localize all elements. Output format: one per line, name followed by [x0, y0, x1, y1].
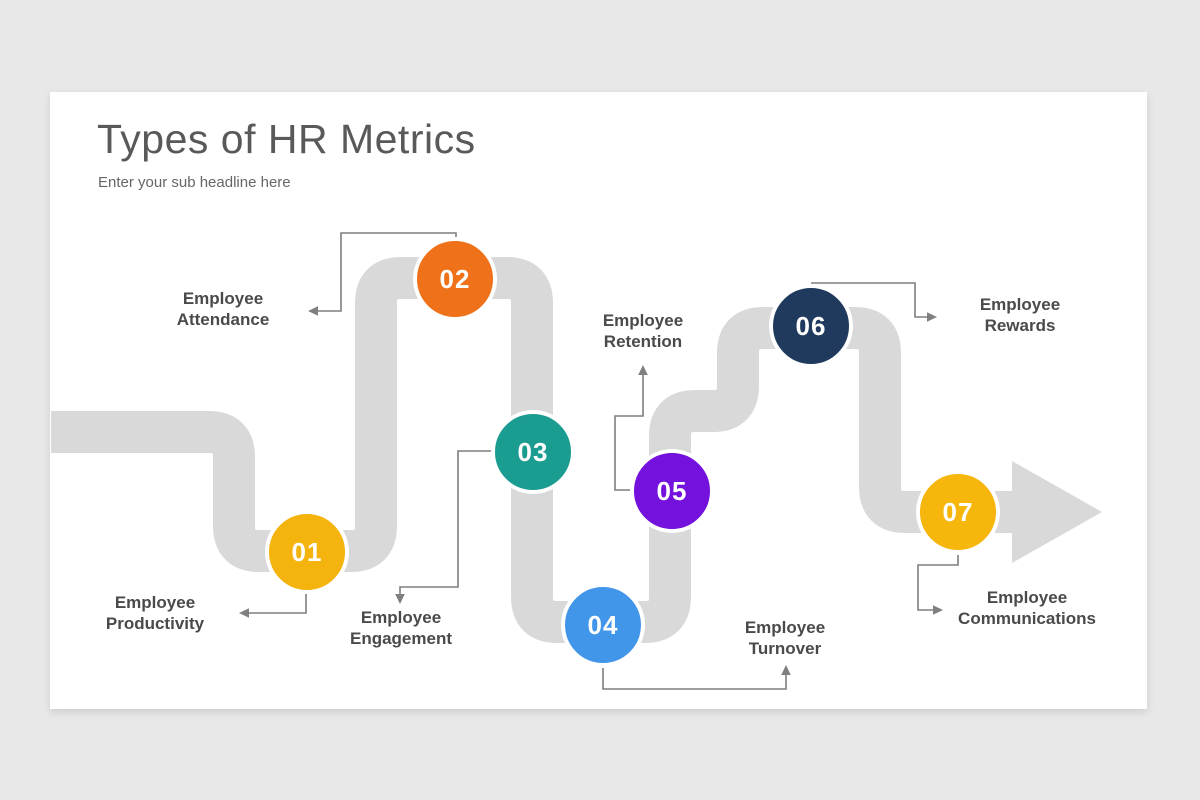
label-line: Employee: [360, 608, 442, 627]
label-employee-rewards: Employee Rewards: [910, 294, 1130, 336]
road-arrowhead-icon: [1012, 461, 1102, 563]
step-number: 05: [656, 475, 688, 506]
arrow-left-icon: [308, 306, 318, 316]
label-employee-engagement: Employee Engagement: [291, 607, 511, 649]
connector-lines: [248, 232, 959, 690]
connector-03: [399, 450, 495, 595]
label-line: Productivity: [105, 614, 205, 633]
connector-arrowheads: [239, 306, 943, 675]
step-circle-01: 01: [265, 510, 349, 594]
connector-04: [602, 668, 787, 690]
step-number: 03: [517, 436, 549, 467]
label-line: Turnover: [748, 639, 822, 658]
label-employee-turnover: Employee Turnover: [675, 617, 895, 659]
connector-02: [317, 232, 457, 312]
label-line: Communications: [958, 609, 1096, 628]
label-employee-productivity: Employee Productivity: [45, 592, 265, 634]
step-number: 02: [439, 263, 471, 294]
page-subtitle: Enter your sub headline here: [98, 174, 291, 191]
label-line: Employee: [182, 289, 264, 308]
label-employee-retention: Employee Retention: [533, 310, 753, 352]
step-circle-03: 03: [491, 410, 575, 494]
step-circle-06: 06: [769, 284, 853, 368]
label-employee-communications: Employee Communications: [917, 587, 1137, 629]
step-circle-07: 07: [916, 470, 1000, 554]
arrow-down-icon: [395, 594, 405, 604]
label-line: Employee: [114, 593, 196, 612]
connector-07: [917, 555, 959, 611]
label-line: Employee: [979, 295, 1061, 314]
label-line: Rewards: [984, 316, 1056, 335]
arrow-up-icon: [781, 665, 791, 675]
step-circle-04: 04: [561, 583, 645, 667]
step-number: 07: [942, 496, 974, 527]
label-line: Retention: [603, 332, 683, 351]
arrow-up-icon: [638, 365, 648, 375]
label-line: Attendance: [176, 310, 270, 329]
label-line: Employee: [986, 588, 1068, 607]
step-number: 06: [795, 310, 827, 341]
page-title: Types of HR Metrics: [97, 116, 476, 162]
label-line: Employee: [602, 311, 684, 330]
arrow-left-icon: [239, 608, 249, 618]
label-line: Engagement: [349, 629, 453, 648]
arrow-right-icon: [933, 605, 943, 615]
step-number: 01: [291, 536, 323, 567]
step-circle-05: 05: [630, 449, 714, 533]
step-circle-02: 02: [413, 237, 497, 321]
label-line: Employee: [744, 618, 826, 637]
step-number: 04: [587, 609, 619, 640]
connector-05: [614, 374, 644, 491]
label-employee-attendance: Employee Attendance: [113, 288, 333, 330]
connector-06: [811, 282, 928, 318]
connector-01: [248, 592, 307, 614]
arrow-right-icon: [927, 312, 937, 322]
